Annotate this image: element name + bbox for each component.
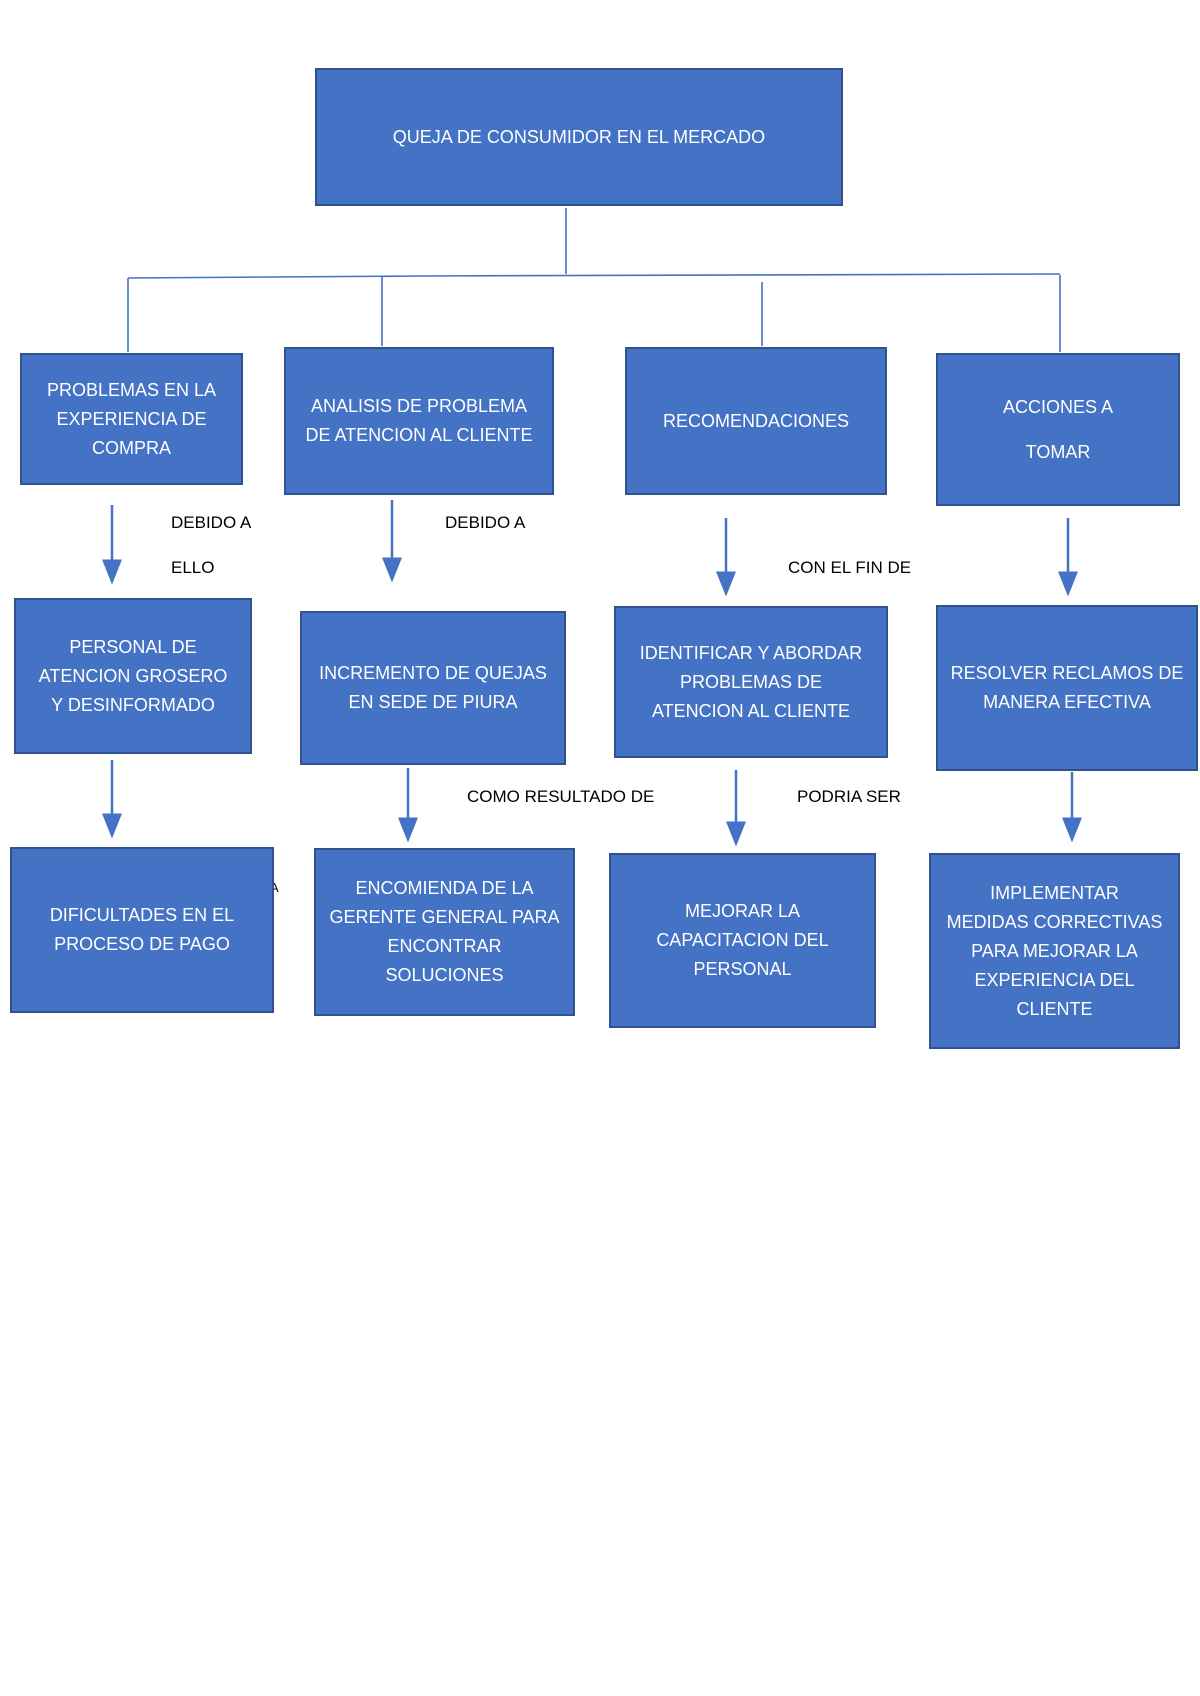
header-box-recomendaciones-text: RECOMENDACIONES	[662, 410, 850, 431]
root-box: QUEJA DE CONSUMIDOR EN EL MERCADO	[315, 68, 843, 206]
header-box-recomendaciones: RECOMENDACIONES	[625, 347, 887, 495]
header-box-acciones-text: ACCIONES A TOMAR	[1002, 396, 1114, 462]
middle-box-incremento-text: INCREMENTO DE QUEJAS EN SEDE DE PIURA	[319, 663, 547, 712]
header-box-analisis-text: ANALISIS DE PROBLEMA DE ATENCION AL CLIE…	[305, 396, 533, 445]
header-box-problemas: PROBLEMAS EN LA EXPERIENCIA DE COMPRA	[20, 353, 243, 485]
header-box-acciones: ACCIONES A TOMAR	[936, 353, 1180, 506]
trunk-line-right	[419, 273, 1061, 277]
root-box-text: QUEJA DE CONSUMIDOR EN EL MERCADO	[392, 126, 766, 147]
bottom-box-encomienda: ENCOMIENDA DE LA GERENTE GENERAL PARA EN…	[314, 848, 575, 1016]
label-podria-ser: PODRIA SER	[797, 787, 901, 806]
bottom-box-dificultades: DIFICULTADES EN EL PROCESO DE PAGO	[10, 847, 274, 1013]
bottom-box-implementar: IMPLEMENTAR MEDIDAS CORRECTIVAS PARA MEJ…	[929, 853, 1180, 1049]
header-box-analisis: ANALISIS DE PROBLEMA DE ATENCION AL CLIE…	[284, 347, 554, 495]
middle-box-personal: PERSONAL DE ATENCION GROSERO Y DESINFORM…	[14, 598, 252, 754]
middle-box-identificar: IDENTIFICAR Y ABORDAR PROBLEMAS DE ATENC…	[614, 606, 888, 758]
bottom-box-mejorar: MEJORAR LA CAPACITACION DEL PERSONAL	[609, 853, 876, 1028]
bottom-box-mejorar-text: MEJORAR LA CAPACITACION DEL PERSONAL	[656, 901, 829, 979]
label-con-el-fin-de: CON EL FIN DE	[788, 558, 912, 577]
label-como-resultado-de: COMO RESULTADO DE	[467, 787, 655, 806]
bottom-box-encomienda-text: ENCOMIENDA DE LA GERENTE GENERAL PARA EN…	[329, 878, 560, 985]
middle-box-resolver-text: RESOLVER RECLAMOS DE MANERA EFECTIVA	[950, 663, 1184, 712]
bottom-box-dificultades-text: DIFICULTADES EN EL PROCESO DE PAGO	[49, 905, 235, 954]
middle-box-personal-text: PERSONAL DE ATENCION GROSERO Y DESINFORM…	[38, 636, 228, 715]
trunk-line-left	[127, 275, 421, 279]
middle-box-incremento: INCREMENTO DE QUEJAS EN SEDE DE PIURA	[300, 611, 566, 765]
label-debido-a-col2: DEBIDO A	[445, 513, 526, 532]
header-box-problemas-text: PROBLEMAS EN LA EXPERIENCIA DE COMPRA	[46, 379, 217, 458]
stray-glyph: A	[270, 880, 279, 895]
label-debido-a-col1: DEBIDO A	[171, 513, 252, 532]
bottom-box-implementar-text: IMPLEMENTAR MEDIDAS CORRECTIVAS PARA MEJ…	[946, 882, 1163, 1019]
label-ello-col1: ELLO	[171, 558, 215, 577]
middle-box-identificar-text: IDENTIFICAR Y ABORDAR PROBLEMAS DE ATENC…	[639, 642, 863, 721]
middle-box-resolver: RESOLVER RECLAMOS DE MANERA EFECTIVA	[936, 605, 1198, 771]
